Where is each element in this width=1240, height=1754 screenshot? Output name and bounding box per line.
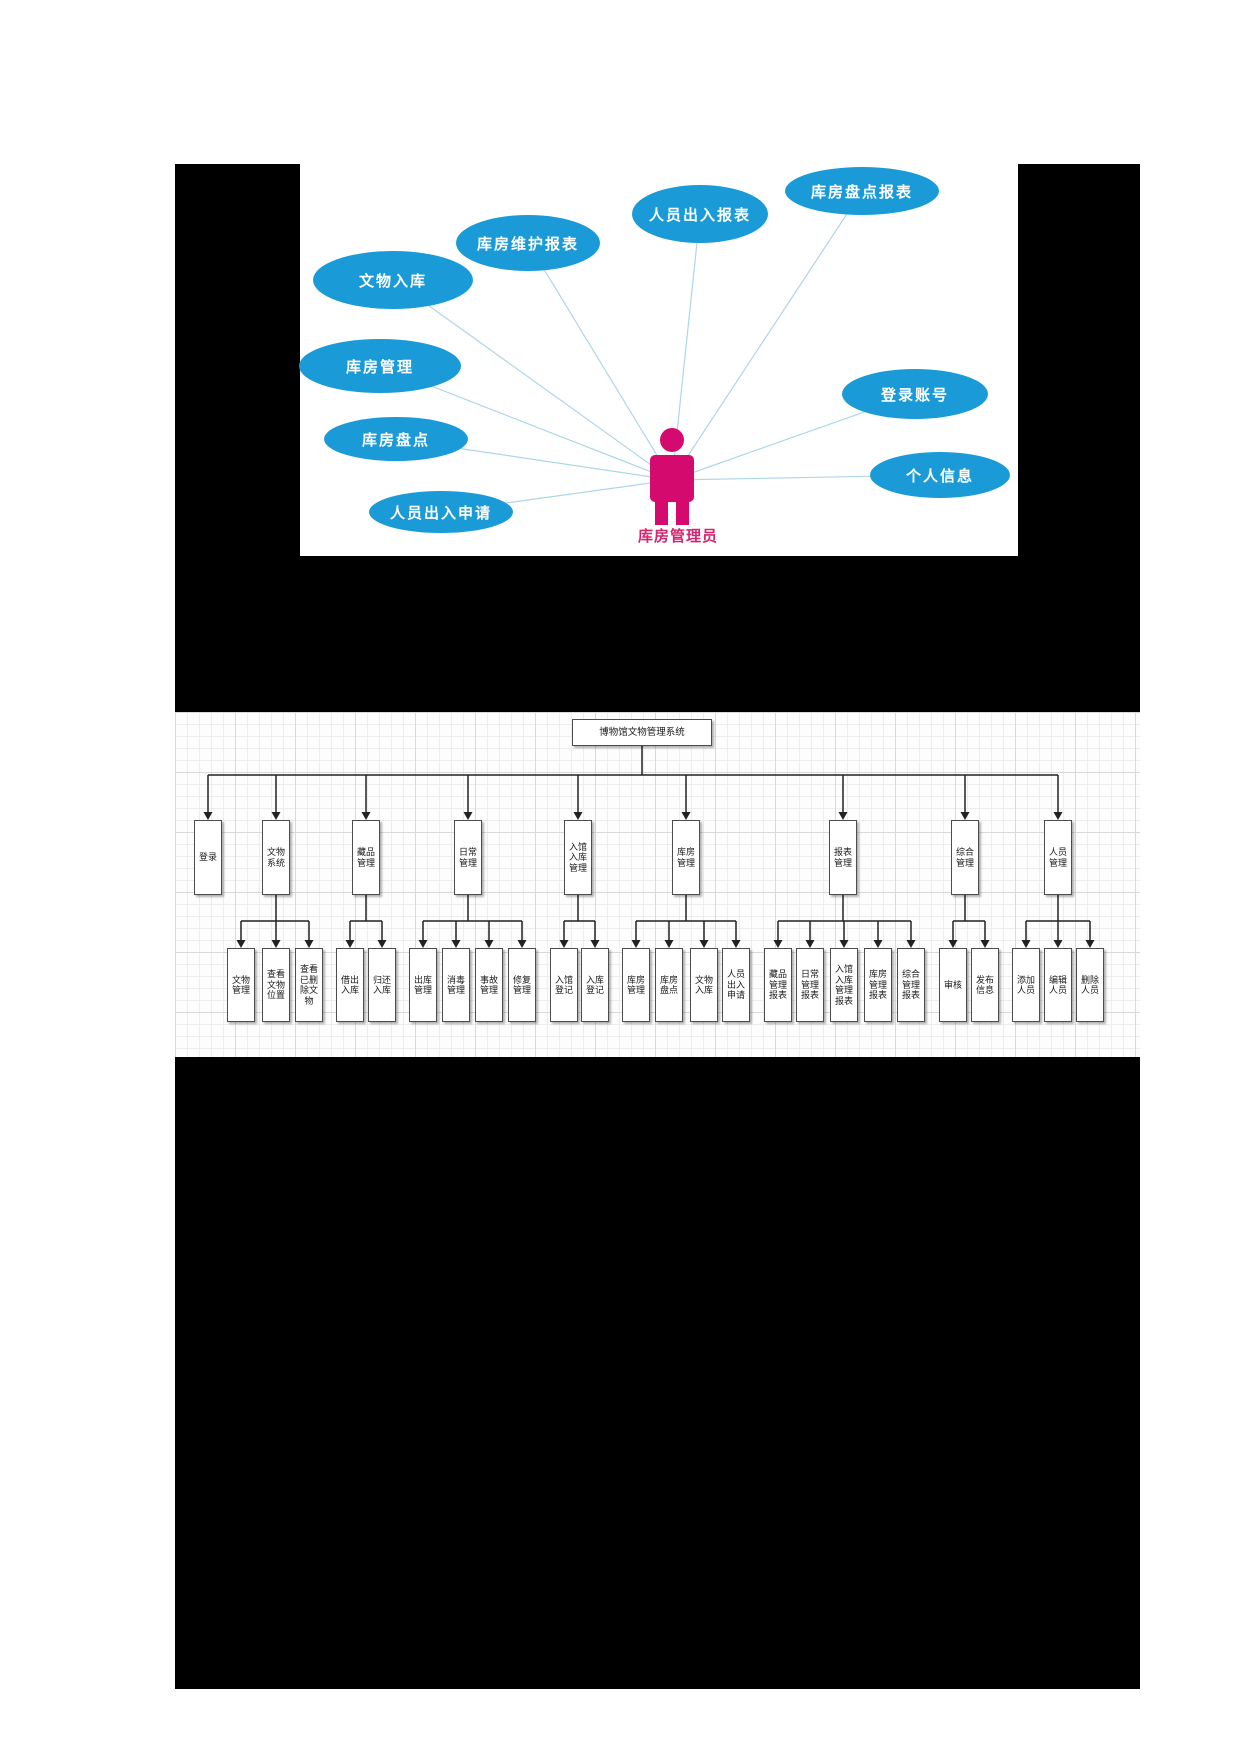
usecase-ellipse: 人员出入申请 bbox=[369, 491, 513, 533]
tree-leaf-node: 事故管理 bbox=[475, 948, 503, 1022]
usecase-ellipse: 文物入库 bbox=[313, 251, 473, 309]
tree-branch-node: 登录 bbox=[194, 820, 222, 895]
usecase-ellipse: 人员出入报表 bbox=[632, 185, 768, 243]
tree-leaf-node: 删除人员 bbox=[1076, 948, 1104, 1022]
tree-leaf-node: 日常管理报表 bbox=[796, 948, 824, 1022]
usecase-ellipse: 个人信息 bbox=[870, 452, 1010, 498]
tree-root-node: 博物馆文物管理系统 bbox=[572, 719, 712, 746]
tree-leaf-node: 文物管理 bbox=[227, 948, 255, 1022]
tree-leaf-node: 综合管理报表 bbox=[897, 948, 925, 1022]
actor-icon bbox=[650, 428, 694, 525]
tree-leaf-node: 库房管理 bbox=[622, 948, 650, 1022]
tree-leaf-node: 出库管理 bbox=[409, 948, 437, 1022]
usecase-ellipse: 库房管理 bbox=[299, 339, 461, 393]
tree-branch-node: 库房管理 bbox=[672, 820, 700, 895]
usecase-ellipse: 库房维护报表 bbox=[456, 215, 600, 271]
tree-leaf-node: 查看已删除文物 bbox=[295, 948, 323, 1022]
tree-leaf-node: 藏品管理报表 bbox=[764, 948, 792, 1022]
tree-branch-node: 人员管理 bbox=[1044, 820, 1072, 895]
tree-leaf-node: 归还入库 bbox=[368, 948, 396, 1022]
tree-branch-node: 藏品管理 bbox=[352, 820, 380, 895]
tree-branch-node: 入馆入库管理 bbox=[564, 820, 592, 895]
tree-branch-node: 日常管理 bbox=[454, 820, 482, 895]
tree-leaf-node: 修复管理 bbox=[508, 948, 536, 1022]
bottom-image-black-matte bbox=[175, 1057, 1140, 1689]
tree-leaf-node: 入库登记 bbox=[581, 948, 609, 1022]
tree-leaf-node: 发布信息 bbox=[971, 948, 999, 1022]
usecase-ellipse: 库房盘点 bbox=[324, 417, 468, 461]
tree-leaf-node: 入馆登记 bbox=[550, 948, 578, 1022]
usecase-ellipse: 登录账号 bbox=[842, 369, 988, 419]
tree-leaf-node: 库房盘点 bbox=[655, 948, 683, 1022]
tree-branch-node: 文物系统 bbox=[262, 820, 290, 895]
tree-leaf-node: 借出入库 bbox=[336, 948, 364, 1022]
tree-leaf-node: 查看文物位置 bbox=[262, 948, 290, 1022]
tree-leaf-node: 库房管理报表 bbox=[864, 948, 892, 1022]
usecase-ellipse: 库房盘点报表 bbox=[785, 167, 939, 215]
tree-leaf-node: 审核 bbox=[939, 948, 967, 1022]
tree-branch-node: 综合管理 bbox=[951, 820, 979, 895]
tree-leaf-node: 文物入库 bbox=[690, 948, 718, 1022]
tree-leaf-node: 添加人员 bbox=[1012, 948, 1040, 1022]
tree-leaf-node: 编辑人员 bbox=[1044, 948, 1072, 1022]
tree-leaf-node: 入馆入库管理报表 bbox=[830, 948, 858, 1022]
tree-leaf-node: 人员出入申请 bbox=[722, 948, 750, 1022]
tree-branch-node: 报表管理 bbox=[829, 820, 857, 895]
tree-leaf-node: 消毒管理 bbox=[442, 948, 470, 1022]
actor-label: 库房管理员 bbox=[637, 528, 718, 545]
